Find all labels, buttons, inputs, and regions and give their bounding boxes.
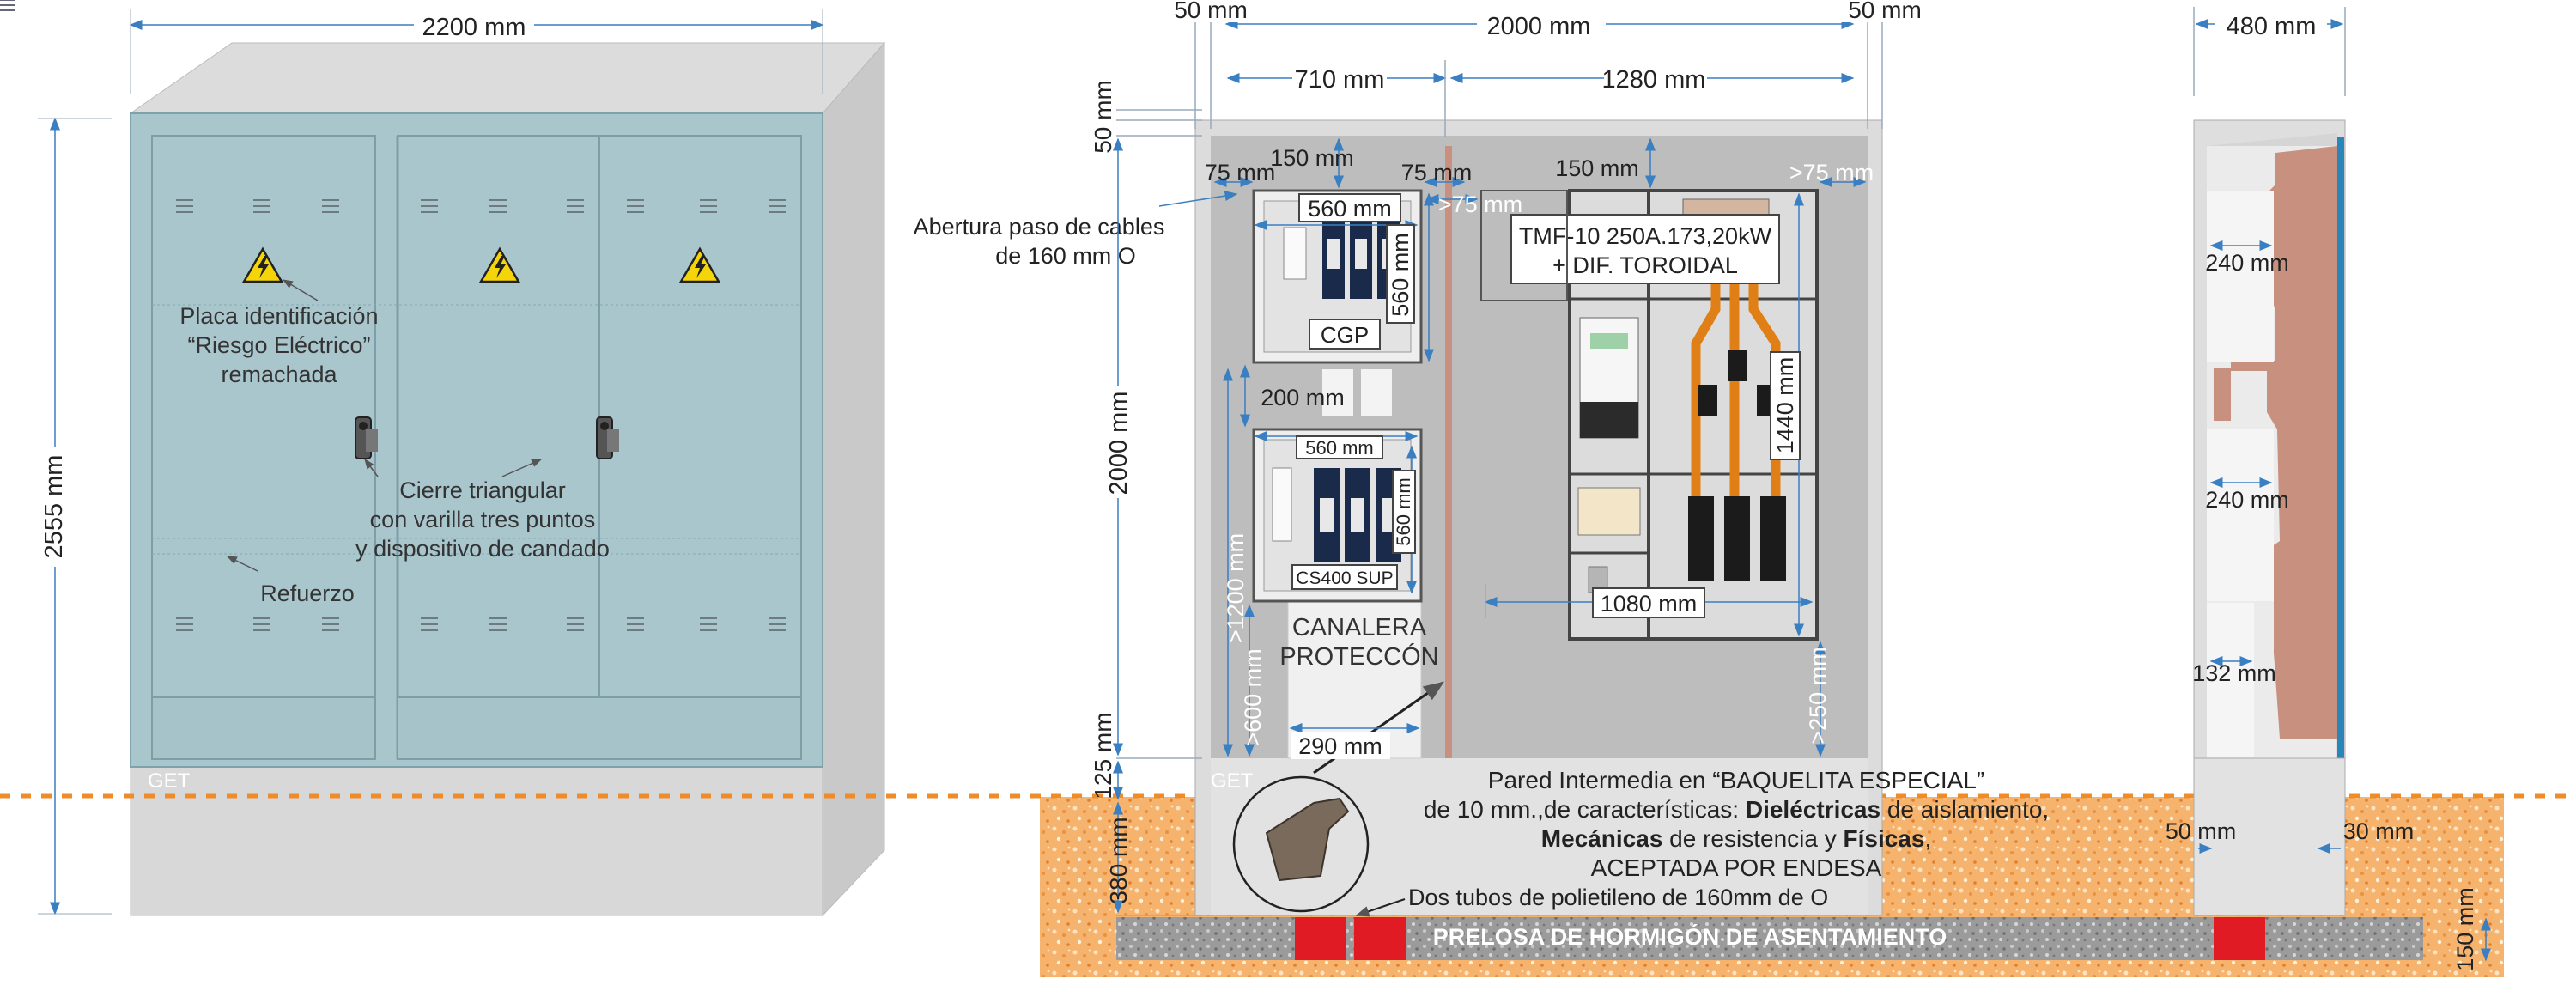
dim-480: 480 mm — [2227, 13, 2317, 40]
dim-240-a: 240 mm — [2205, 250, 2289, 276]
interior-view: CGP CS400 SUP — [914, 0, 2049, 917]
red-block — [1295, 917, 1346, 960]
vent-slots — [0, 0, 15, 11]
wall-desc-line4: ACEPTADA POR ENDESA — [1591, 854, 1882, 881]
canalera-line2: PROTECCÓN — [1279, 642, 1438, 671]
dim-380: 380 mm — [1105, 817, 1132, 903]
tmf-line2: + DIF. TOROIDAL — [1552, 252, 1738, 278]
cabinet-front-panel — [130, 112, 823, 768]
cabinet-plinth — [130, 766, 823, 916]
cable-opening-line1: Abertura paso de cables — [914, 214, 1165, 240]
kick-panel-left — [151, 696, 376, 760]
cable-opening-detail — [1232, 775, 1370, 913]
dim-50-right: 50 mm — [1848, 0, 1922, 23]
dim-240-b: 240 mm — [2205, 487, 2289, 513]
label-plate-line1: Placa identificación — [179, 303, 378, 329]
label-lock-line3: y dispositivo de candado — [355, 536, 610, 562]
cabinet-top-face — [129, 42, 886, 114]
tubes-label: Dos tubos de polietileno de 160mm de O — [1408, 885, 1828, 910]
cgp-label: CGP — [1321, 322, 1369, 348]
dim-front-height: 2555 mm — [40, 455, 68, 559]
dim-75-b: 75 mm — [1401, 160, 1473, 185]
canalera-line1: CANALERA — [1292, 614, 1427, 641]
dim-132: 132 mm — [2192, 660, 2276, 686]
divider-wall — [1445, 146, 1452, 758]
wall-desc-line2: de 10 mm.,de características: Dieléctric… — [1424, 796, 2049, 823]
label-plate-line2: “Riesgo Eléctrico” — [187, 332, 370, 358]
side-front-edge — [2337, 137, 2344, 760]
dim-150-b: 150 mm — [1555, 155, 1639, 181]
warning-sign-icon — [678, 246, 721, 283]
tmf-line1: TMF-10 250A.173,20kW — [1519, 223, 1772, 249]
dim-50-vert: 50 mm — [1090, 80, 1116, 154]
dim-150-side: 150 mm — [2452, 887, 2478, 971]
dim-200: 200 mm — [1261, 385, 1345, 410]
dim-560-d: 560 mm — [1393, 477, 1414, 545]
warning-sign-icon — [241, 246, 284, 283]
dim-gt75-top: >75 mm — [1789, 160, 1874, 185]
label-reinforcement: Refuerzo — [260, 581, 355, 606]
wall-desc-line1: Pared Intermedia en “BAQUELITA ESPECIAL” — [1488, 767, 1984, 793]
cabinet-side-face — [822, 41, 885, 917]
dim-560-c: 560 mm — [1305, 437, 1373, 459]
label-lock-line2: con varilla tres puntos — [370, 507, 596, 532]
warning-sign-icon — [478, 246, 521, 283]
dim-125: 125 mm — [1090, 712, 1116, 799]
dim-290: 290 mm — [1298, 733, 1382, 759]
dim-2000-vert: 2000 mm — [1105, 392, 1133, 495]
dim-30-side: 30 mm — [2343, 818, 2415, 844]
dim-gt75-mid: >75 mm — [1438, 191, 1522, 217]
dim-560-a: 560 mm — [1308, 196, 1392, 222]
red-block — [1354, 917, 1406, 960]
wall-desc-line3: Mecánicas de resistencia y Físicas, — [1541, 825, 1931, 852]
dim-gt600: >600 mm — [1240, 648, 1266, 745]
dim-710: 710 mm — [1295, 66, 1385, 94]
dim-50-left: 50 mm — [1174, 0, 1248, 23]
ground-label-interior: GET — [1211, 769, 1254, 793]
side-view: 480 mm 240 mm 240 mm 132 mm 50 mm 30 mm … — [2166, 7, 2491, 971]
dim-2000-top: 2000 mm — [1487, 13, 1591, 40]
tmf-label-box — [1510, 214, 1780, 284]
dim-560-b: 560 mm — [1388, 233, 1413, 317]
dim-gt250: >250 mm — [1805, 647, 1831, 744]
front-view: Placa identificación “Riesgo Eléctrico” … — [0, 0, 886, 917]
dim-75-a: 75 mm — [1205, 160, 1276, 185]
dim-1440: 1440 mm — [1772, 357, 1798, 454]
ground-label-front: GET — [148, 769, 191, 793]
cable-opening-line2: de 160 mm O — [995, 243, 1136, 269]
label-plate-line3: remachada — [221, 362, 337, 387]
dim-1280: 1280 mm — [1602, 66, 1706, 94]
door-handle-icon — [355, 416, 378, 459]
dim-front-width: 2200 mm — [422, 14, 526, 41]
label-lock-line1: Cierre triangular — [399, 477, 566, 503]
kick-panel-right — [397, 696, 802, 760]
dim-50-side: 50 mm — [2166, 818, 2237, 844]
dim-1080: 1080 mm — [1601, 591, 1698, 617]
cs400-label: CS400 SUP — [1296, 568, 1393, 588]
door-handle-icon — [596, 416, 619, 459]
side-divider-profile — [2231, 146, 2337, 739]
dim-gt1200: >1200 mm — [1223, 533, 1249, 643]
slab-label: PRELOSA DE HORMIGÓN DE ASENTAMIENTO — [1433, 923, 1947, 950]
dim-150-a: 150 mm — [1270, 145, 1354, 171]
red-block — [2214, 917, 2265, 960]
